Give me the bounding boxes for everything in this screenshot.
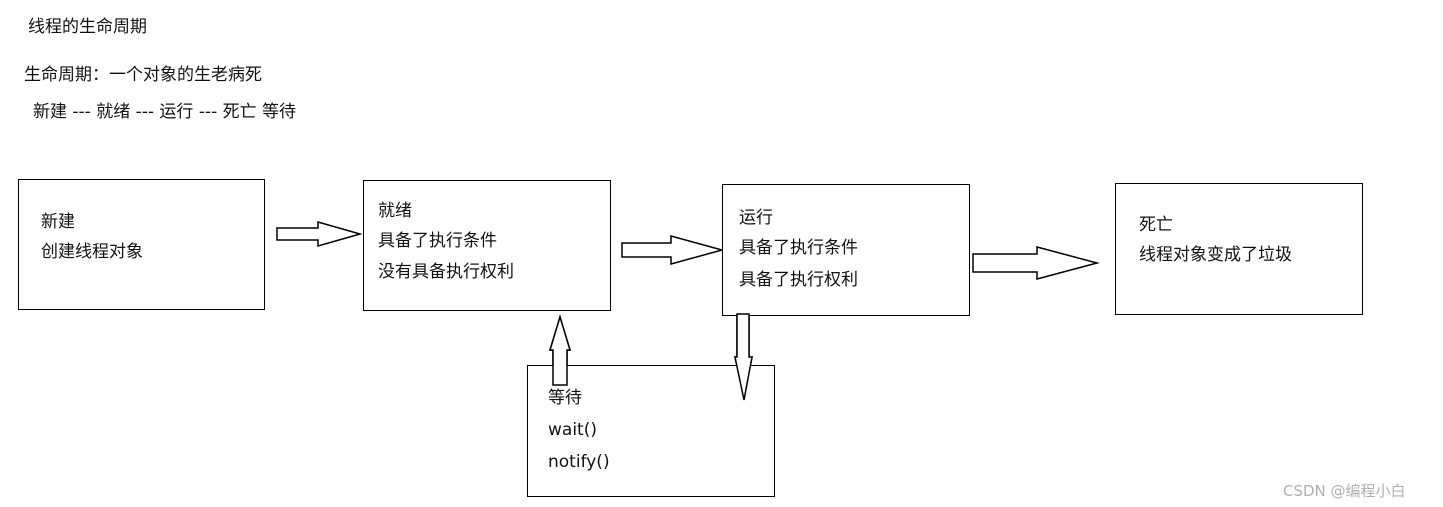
lifecycle-definition: 生命周期：一个对象的生老病死	[24, 65, 262, 85]
state-title: 死亡	[1139, 215, 1173, 235]
state-method: wait()	[548, 420, 597, 440]
state-title: 新建	[41, 212, 75, 232]
state-description: 具备了执行条件	[378, 231, 497, 251]
state-box-ready: 就绪 具备了执行条件 没有具备执行权利	[363, 180, 611, 311]
state-description: 没有具备执行权利	[378, 262, 514, 282]
state-description: 具备了执行权利	[739, 270, 858, 290]
state-sequence: 新建 --- 就绪 --- 运行 --- 死亡 等待	[33, 102, 297, 122]
state-description: 创建线程对象	[41, 242, 143, 262]
page-title: 线程的生命周期	[28, 17, 147, 37]
state-method: notify()	[548, 452, 610, 472]
state-box-dead: 死亡 线程对象变成了垃圾	[1115, 183, 1363, 315]
state-box-waiting: 等待 wait() notify()	[527, 365, 775, 497]
state-description: 具备了执行条件	[739, 238, 858, 258]
state-box-new: 新建 创建线程对象	[18, 179, 265, 310]
watermark: CSDN @编程小白	[1283, 482, 1406, 500]
state-title: 等待	[548, 388, 582, 408]
state-box-running: 运行 具备了执行条件 具备了执行权利	[722, 184, 970, 316]
arrow-ready-to-running	[621, 235, 725, 265]
state-title: 就绪	[378, 201, 412, 221]
arrow-running-to-dead	[972, 246, 1100, 280]
state-description: 线程对象变成了垃圾	[1139, 245, 1292, 265]
state-title: 运行	[739, 208, 773, 228]
arrow-new-to-ready	[276, 221, 363, 247]
